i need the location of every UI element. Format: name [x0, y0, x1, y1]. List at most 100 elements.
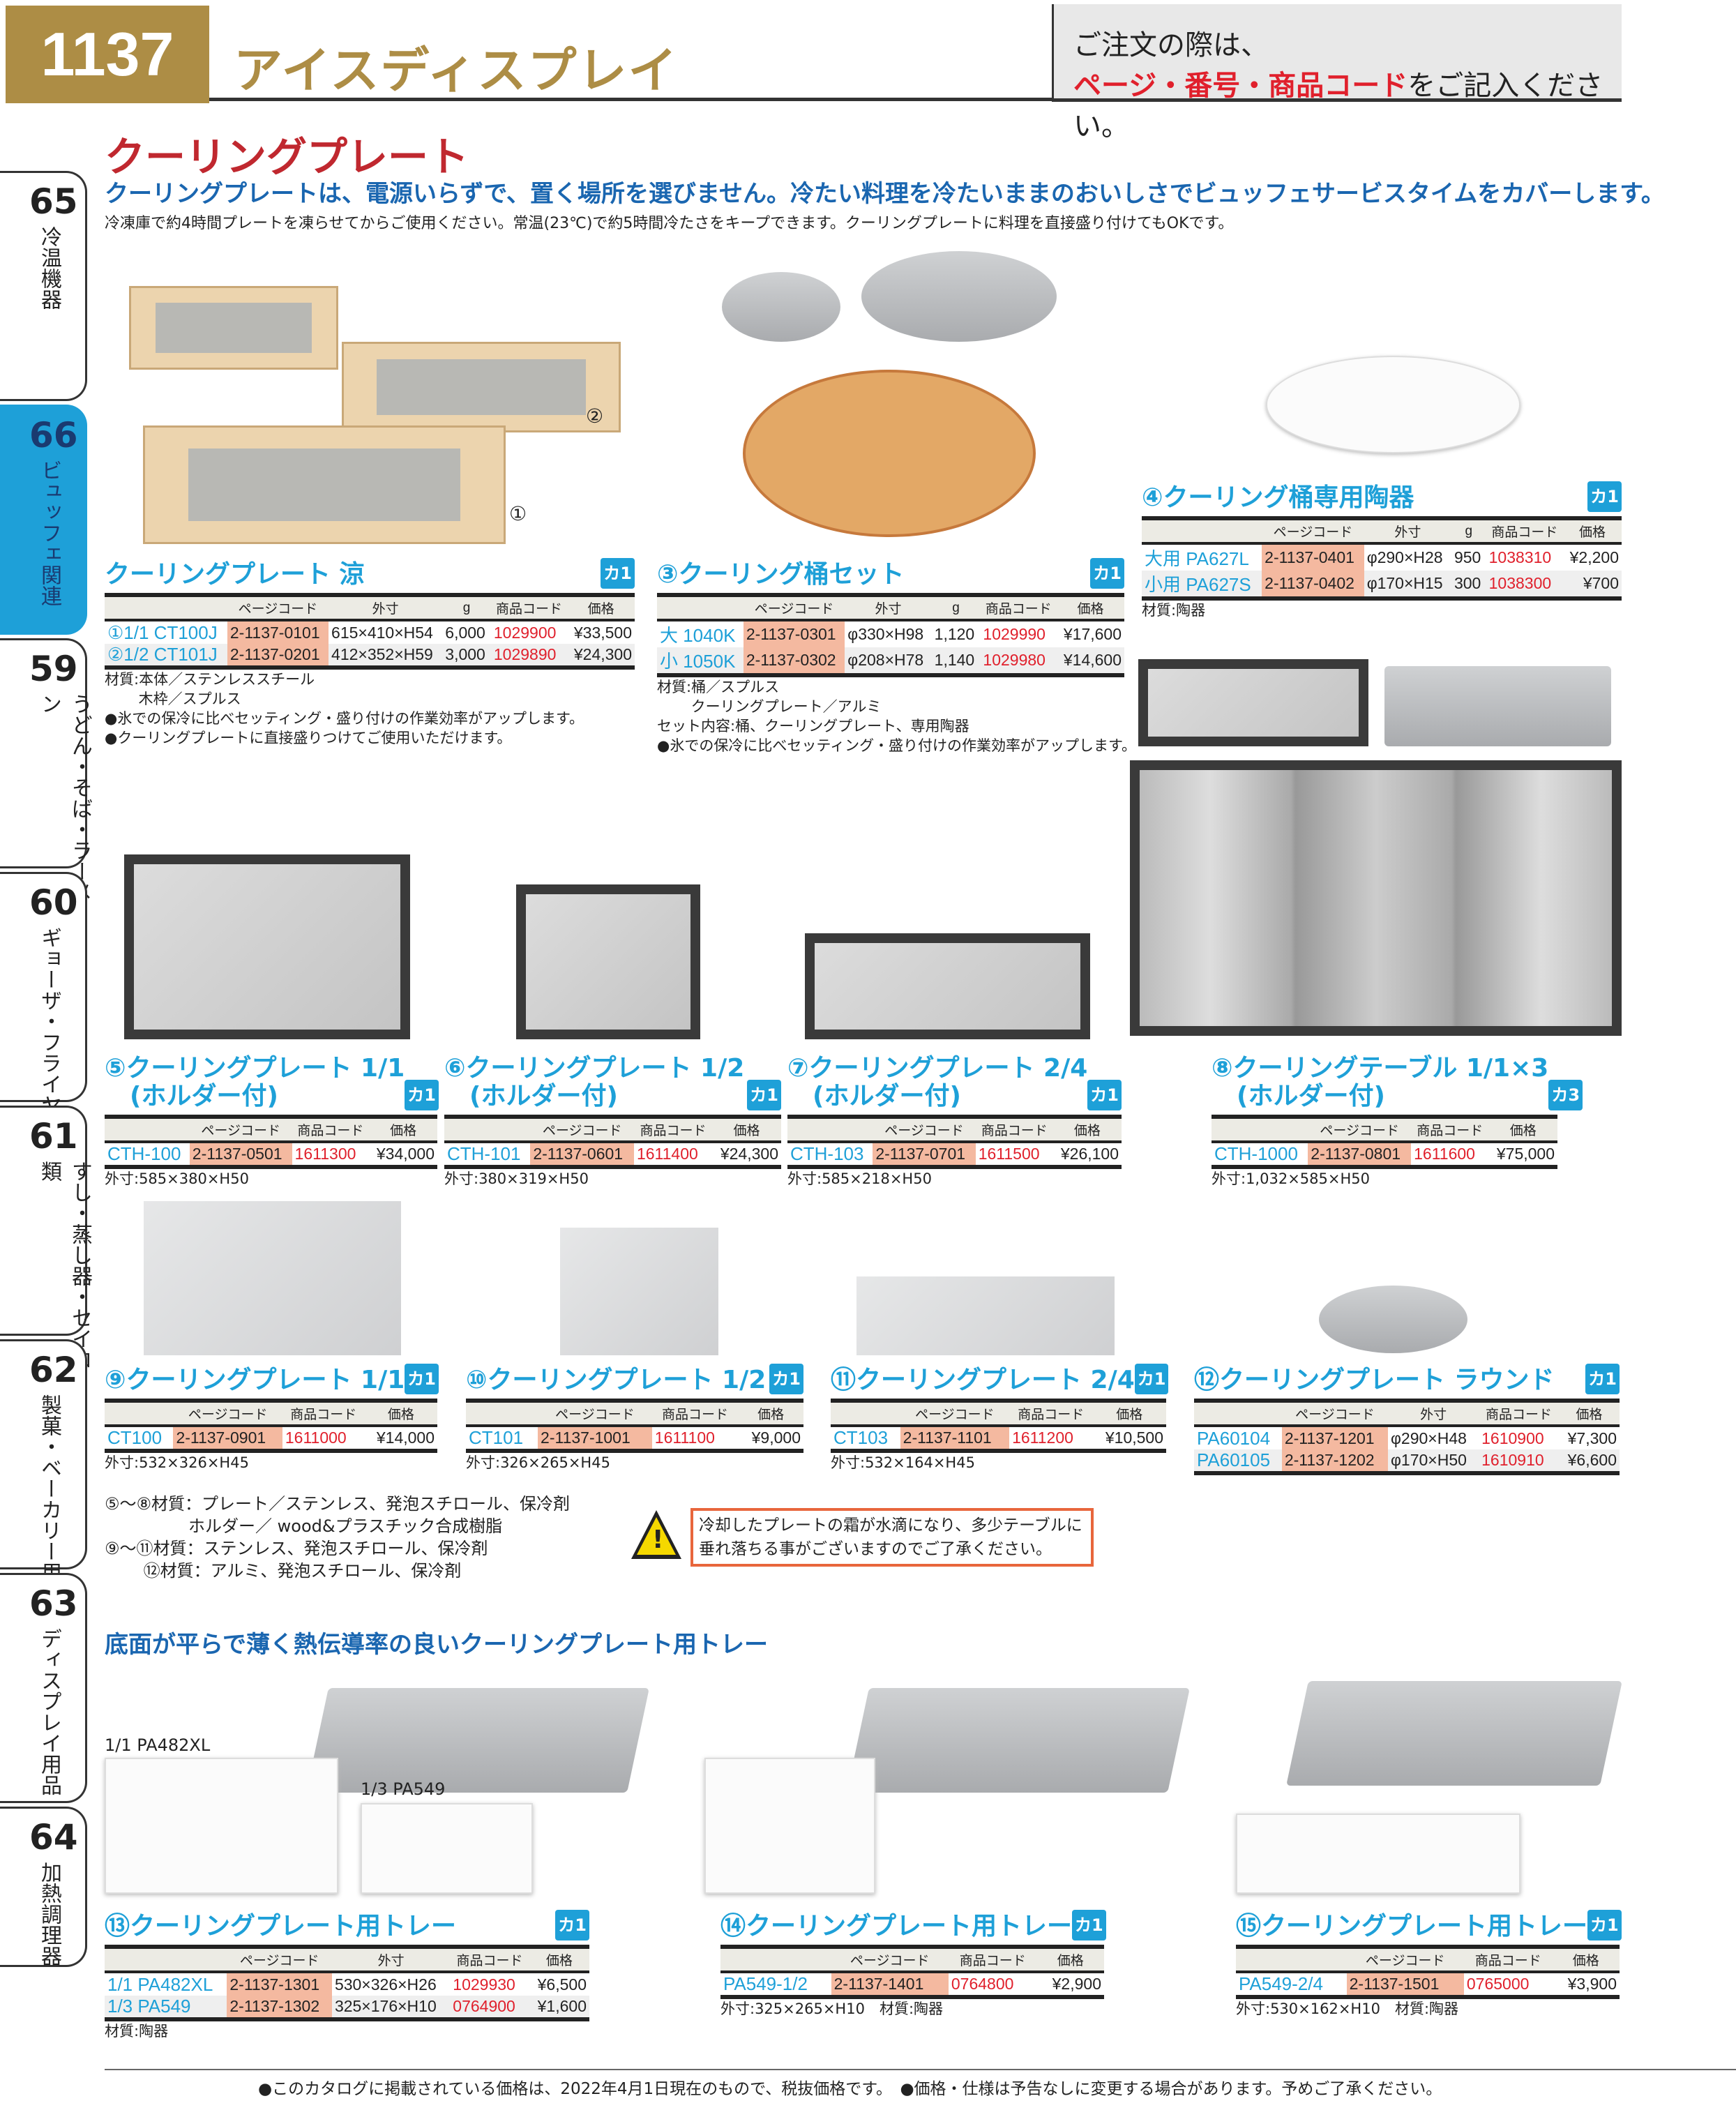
- cell-code: 2-1137-1001: [538, 1426, 652, 1451]
- cell-plain: φ330×H98: [847, 625, 924, 643]
- column-header: 商品コード: [1463, 1947, 1553, 1973]
- table-header: ページコード外寸商品コード価格: [105, 1947, 589, 1973]
- product-note: 外寸:325×265×H10 材質:陶器: [720, 2000, 944, 2017]
- product-title: ⑫クーリングプレート ラウンド: [1194, 1366, 1555, 1394]
- product-note: 材質:本体／ステンレススチール 木枠／スプルス ●氷での保冷に比べセッティング・…: [105, 671, 584, 746]
- cell-code: 2-1137-0301: [743, 620, 845, 647]
- column-header: 商品コード: [633, 1117, 712, 1143]
- cell-price: ¥75,000: [1496, 1145, 1555, 1163]
- product-title: ⑨クーリングプレート 1/1: [105, 1366, 405, 1394]
- column-header: ページコード: [873, 1117, 976, 1143]
- column-header: 商品コード: [975, 1117, 1053, 1143]
- cell-code: 2-1137-1401: [831, 1972, 949, 1997]
- product-title: ③クーリング桶セット: [657, 560, 905, 589]
- image-label-one: ①: [509, 502, 527, 525]
- cell-price: ¥14,600: [1056, 647, 1124, 675]
- display-tray-image: [1138, 659, 1368, 746]
- column-header: ページコード: [743, 595, 845, 621]
- product-note: 材質:陶器: [105, 2023, 169, 2040]
- warning-icon: !: [631, 1510, 681, 1559]
- cell-pcode: 1611600: [1414, 1145, 1475, 1163]
- plate-1-1-image: [144, 1201, 401, 1355]
- cell-price: ¥3,900: [1567, 1975, 1617, 1993]
- table-header: ページコード外寸商品コード価格: [1194, 1401, 1620, 1427]
- column-header: 商品コード: [282, 1401, 365, 1427]
- cell-code: 2-1137-1302: [227, 1996, 332, 2019]
- shipping-badge: カ1: [1090, 558, 1124, 589]
- cell-pcode: 1610900: [1481, 1429, 1544, 1447]
- product-note: 外寸:585×380×H50: [105, 1170, 249, 1187]
- tray-set-image: [847, 1688, 1190, 1793]
- column-header: 価格: [1563, 518, 1622, 545]
- column-header: ページコード: [1281, 1401, 1389, 1427]
- cell-model: 大用 PA627L: [1145, 548, 1249, 569]
- shipping-badge: カ1: [1072, 1910, 1106, 1941]
- column-header: 価格: [529, 1947, 589, 1973]
- ceramic-plate-image: [1266, 356, 1520, 453]
- product-title: ⑪クーリングプレート 2/4: [831, 1366, 1135, 1394]
- product-title: ⑤クーリングプレート 1/1 (ホルダー付): [105, 1054, 405, 1110]
- tab-number: 61: [29, 1116, 78, 1156]
- column-header: 価格: [1558, 1401, 1620, 1427]
- shipping-badge: カ1: [1585, 1364, 1620, 1394]
- table-header: ページコード商品コード価格: [787, 1117, 1122, 1143]
- product-note: 外寸:532×164×H45: [831, 1454, 975, 1471]
- product-title: ⑬クーリングプレート用トレー: [105, 1912, 457, 1941]
- tray-1-2-image: [704, 1758, 875, 1894]
- shipping-badge: カ1: [405, 1364, 439, 1394]
- section-lead: クーリングプレートは、電源いらずで、置く場所を選びません。冷たい料理を冷たいまま…: [105, 180, 1665, 208]
- product-note: 外寸:532×326×H45: [105, 1454, 249, 1471]
- product-title: クーリングプレート 涼: [105, 560, 365, 589]
- holder-plate-1-1-image: [124, 854, 410, 1039]
- tray-heading: 底面が平らで薄く熱伝導率の良いクーリングプレート用トレー: [105, 1631, 768, 1659]
- cell-model: CTH-103: [790, 1143, 864, 1164]
- holder-plate-2-4-image: [805, 933, 1090, 1039]
- tab-number: 64: [29, 1817, 78, 1857]
- cell-price: ¥26,100: [1060, 1145, 1119, 1163]
- shipping-badge: カ1: [555, 1910, 589, 1941]
- column-header: 外寸: [331, 1947, 451, 1973]
- cell-price: ¥7,300: [1567, 1429, 1617, 1447]
- column-header: 外寸: [1364, 518, 1451, 545]
- cell-model: 1/3 PA549: [105, 1996, 227, 2019]
- product-title: ⑧クーリングテーブル 1/1×3 (ホルダー付): [1212, 1054, 1549, 1110]
- column-header: 商品コード: [450, 1947, 529, 1973]
- product-title: ⑩クーリングプレート 1/2: [466, 1366, 767, 1394]
- tray-set-image: [1286, 1681, 1622, 1786]
- column-header: 商品コード: [980, 595, 1057, 621]
- cell-pcode: 1029980: [980, 647, 1057, 675]
- column-header: 商品コード: [1486, 518, 1564, 545]
- column-header: [787, 1117, 873, 1143]
- column-header: 価格: [1092, 1401, 1166, 1427]
- cell-price: ¥9,000: [751, 1429, 801, 1447]
- cell-pcode: 1611200: [1012, 1429, 1073, 1447]
- column-header: [105, 1117, 190, 1143]
- round-plate-image: [722, 272, 840, 342]
- round-plate-image: [1319, 1286, 1467, 1353]
- product-note: 外寸:530×162×H10 材質:陶器: [1236, 2000, 1459, 2017]
- column-header: 価格: [369, 1117, 437, 1143]
- table-header: ページコード商品コード価格: [444, 1117, 781, 1143]
